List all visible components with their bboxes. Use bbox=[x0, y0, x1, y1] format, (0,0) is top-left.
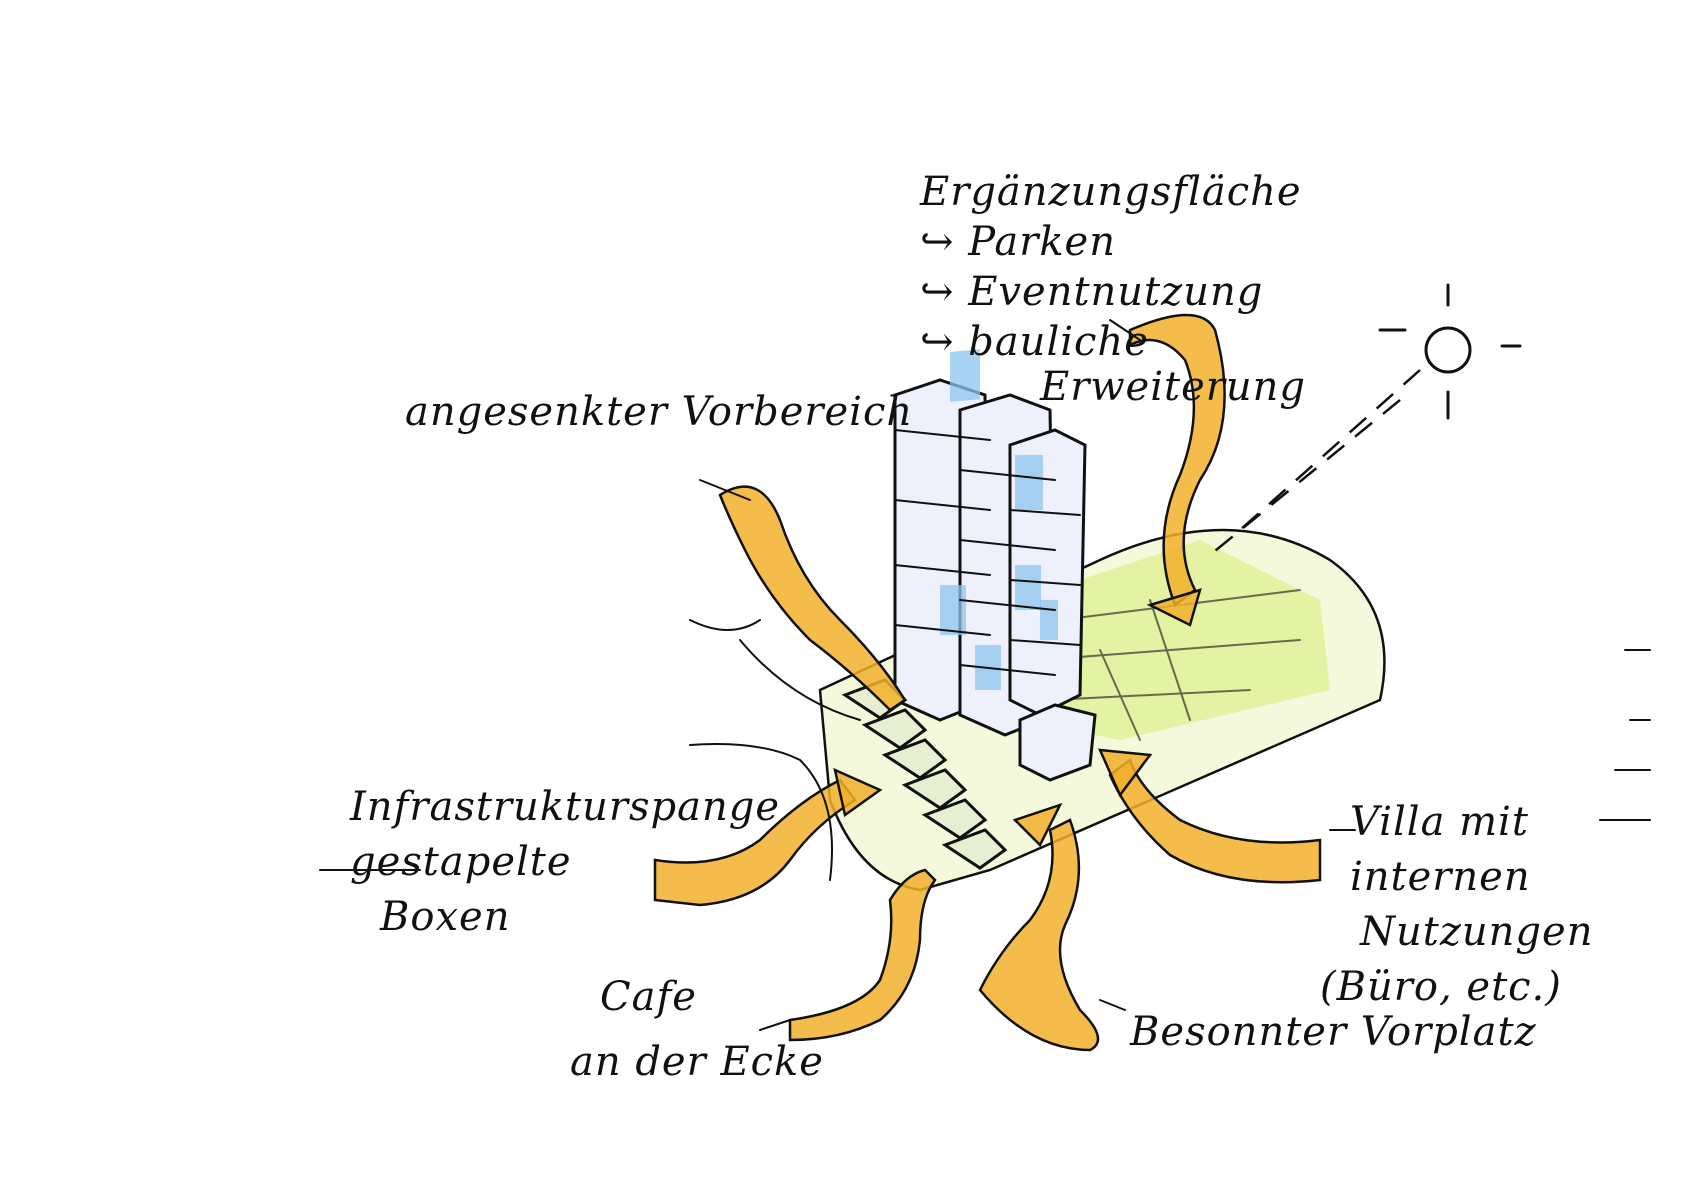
label-right-line3: Nutzungen bbox=[1359, 909, 1593, 955]
flow-arrowhead-right bbox=[1097, 748, 1153, 798]
label-top-line5: Erweiterung bbox=[1039, 364, 1306, 410]
label-left-line3: Boxen bbox=[379, 894, 510, 940]
label-right-line2: internen bbox=[1350, 854, 1531, 900]
label-right-line4: (Büro, etc.) bbox=[1320, 964, 1562, 1010]
label-left: Infrastrukturspange gestapelte Boxen bbox=[349, 784, 780, 940]
label-top-line4: ↪ bauliche bbox=[920, 319, 1149, 365]
flow-arrow-bottom-left bbox=[788, 868, 937, 1042]
label-top-line1: Ergänzungsfläche bbox=[919, 169, 1302, 215]
sun-ray-2 bbox=[1209, 399, 1401, 556]
flow-arrowhead-top bbox=[1146, 588, 1202, 627]
flow-arrow-upper-left bbox=[718, 485, 907, 712]
label-bottom-left: Cafe an der Ecke bbox=[570, 974, 824, 1085]
label-upper-left: angesenkter Vorbereich bbox=[405, 389, 913, 435]
stacked-boxes bbox=[841, 678, 1008, 870]
label-left-line1: Infrastrukturspange bbox=[349, 784, 780, 830]
flow-arrowhead-left bbox=[833, 767, 883, 818]
flow-arrow-top bbox=[1128, 313, 1226, 607]
label-bottom-left-line1: Cafe bbox=[600, 974, 697, 1020]
label-top-line2: ↪ Parken bbox=[920, 219, 1116, 265]
sun-ray-1 bbox=[1239, 369, 1421, 531]
sun-icon bbox=[1378, 283, 1522, 420]
margin-marks bbox=[1599, 649, 1651, 821]
label-top-line3: ↪ Eventnutzung bbox=[920, 269, 1263, 315]
label-bottom-left-line2: an der Ecke bbox=[570, 1039, 824, 1085]
flow-arrow-bottom bbox=[978, 818, 1100, 1052]
label-left-line2: gestapelte bbox=[350, 839, 572, 885]
site-green-area bbox=[1020, 540, 1330, 740]
label-right: Villa mit internen Nutzungen (Büro, etc.… bbox=[1320, 799, 1593, 1010]
label-top: Ergänzungsfläche ↪ Parken ↪ Eventnutzung… bbox=[919, 169, 1306, 410]
label-right-line1: Villa mit bbox=[1350, 799, 1529, 845]
leader-lines bbox=[319, 319, 1356, 1031]
tower bbox=[893, 349, 1097, 782]
label-bottom-right: Besonnter Vorplatz bbox=[1129, 1009, 1537, 1055]
flow-arrowhead-bottom bbox=[1012, 802, 1063, 848]
